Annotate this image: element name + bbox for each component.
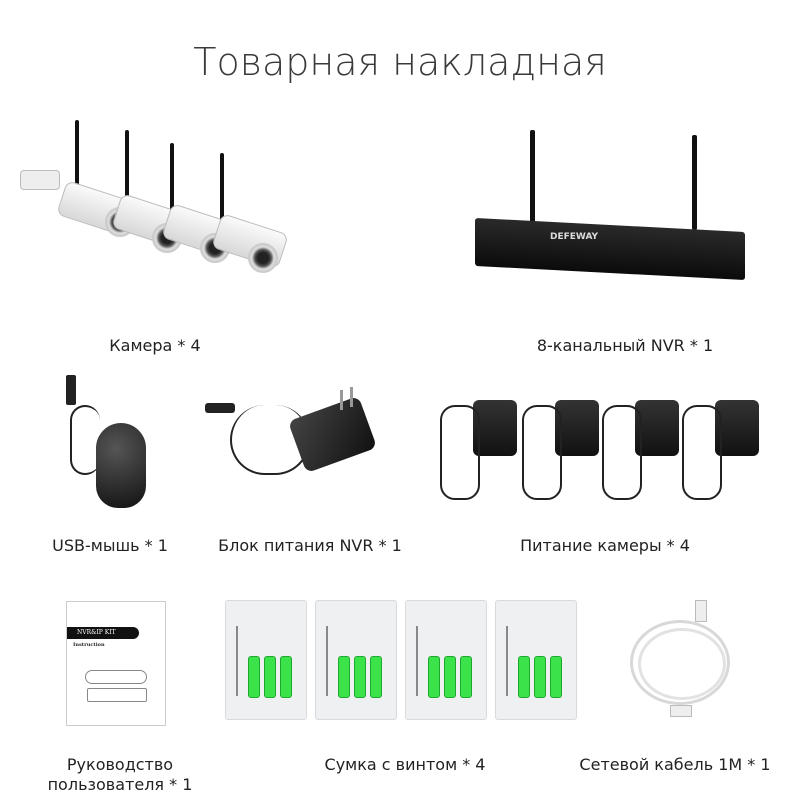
network-cable-image	[620, 600, 740, 730]
user-manual-image: NVR&IP KIT Instruction	[66, 601, 166, 726]
manual-title: NVR&IP KIT	[67, 627, 139, 639]
screw-bags-label: Сумка с винтом * 4	[324, 755, 486, 774]
user-manual-label: Руководство пользователя * 1	[30, 755, 210, 795]
nvr-power-supply-image	[200, 385, 390, 495]
nvr-power-label: Блок питания NVR * 1	[218, 536, 402, 555]
mouse-label: USB-мышь * 1	[52, 536, 168, 555]
manual-subtitle: Instruction	[73, 642, 105, 648]
page-title: Товарная накладная	[193, 40, 607, 84]
user-manual-label-line1: Руководство	[66, 755, 174, 774]
camera-power-label: Питание камеры * 4	[520, 536, 690, 555]
camera-label: Камера * 4	[109, 336, 201, 355]
user-manual-label-line2: пользователя * 1	[47, 775, 193, 794]
nvr-label: 8-канальный NVR * 1	[536, 336, 714, 355]
mouse-image	[60, 375, 150, 515]
screw-bags-image	[225, 600, 585, 730]
camera-power-supplies-image	[435, 390, 765, 510]
cameras-image	[20, 115, 290, 295]
network-cable-label: Сетевой кабель 1M * 1	[579, 755, 771, 774]
nvr-image: DEFEWAY	[470, 130, 770, 290]
nvr-brand-logo: DEFEWAY	[550, 232, 599, 242]
